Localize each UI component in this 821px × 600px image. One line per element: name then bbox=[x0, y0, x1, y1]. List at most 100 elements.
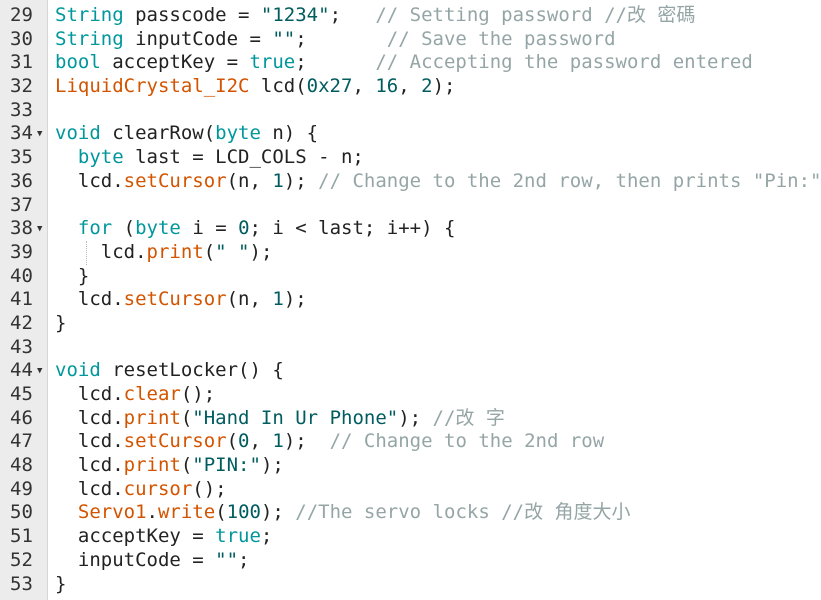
code-line[interactable] bbox=[55, 99, 821, 123]
code-token: // Accepting the password entered bbox=[375, 51, 753, 74]
code-token: lcd. bbox=[55, 406, 124, 429]
code-line[interactable]: LiquidCrystal_I2C lcd(0x27, 16, 2); bbox=[55, 75, 821, 99]
indent-guide bbox=[86, 241, 87, 265]
code-token: resetLocker() { bbox=[100, 359, 284, 382]
code-line[interactable]: void clearRow(byte n) { bbox=[55, 122, 821, 146]
line-number-label: 42 bbox=[10, 311, 33, 334]
code-line[interactable]: void resetLocker() { bbox=[55, 359, 821, 383]
code-token: "1234" bbox=[260, 4, 330, 26]
code-line[interactable]: lcd.clear(); bbox=[55, 383, 821, 407]
line-number: 47 bbox=[0, 430, 47, 454]
line-number: 33 bbox=[0, 99, 47, 123]
code-token: " " bbox=[215, 240, 250, 263]
code-token: ); bbox=[260, 454, 284, 477]
code-token: ; bbox=[260, 525, 273, 548]
line-number-label: 53 bbox=[10, 572, 33, 595]
code-token bbox=[55, 217, 78, 239]
code-line[interactable]: String inputCode = ""; // Save the passw… bbox=[55, 28, 821, 52]
code-line[interactable]: lcd.setCursor(n, 1); // Change to the 2n… bbox=[55, 170, 821, 194]
line-number: 31 bbox=[0, 51, 47, 75]
line-number: 46 bbox=[0, 407, 47, 431]
code-line[interactable]: } bbox=[55, 573, 821, 597]
code-token bbox=[55, 501, 78, 523]
code-token: } bbox=[55, 572, 67, 595]
code-token: ; bbox=[329, 4, 376, 26]
line-number: 38▼ bbox=[0, 217, 47, 241]
code-token: Servo1 bbox=[77, 501, 147, 524]
code-line[interactable]: byte last = LCD_COLS - n; bbox=[55, 146, 821, 170]
line-number-label: 36 bbox=[10, 169, 33, 192]
code-token: setCursor bbox=[123, 288, 227, 311]
line-number: 51 bbox=[0, 525, 47, 549]
code-line[interactable]: lcd.print(" "); bbox=[55, 241, 821, 265]
code-line[interactable]: bool acceptKey = true; // Accepting the … bbox=[55, 51, 821, 75]
line-number-label: 43 bbox=[10, 335, 33, 358]
code-line[interactable]: for (byte i = 0; i < last; i++) { bbox=[55, 217, 821, 241]
line-number: 37 bbox=[0, 194, 47, 218]
code-line[interactable]: lcd.setCursor(0, 1); // Change to the 2n… bbox=[55, 430, 821, 454]
code-line[interactable]: lcd.cursor(); bbox=[55, 478, 821, 502]
code-token: ); bbox=[260, 501, 296, 524]
code-token: ); bbox=[283, 288, 307, 311]
code-token: 1 bbox=[272, 169, 284, 192]
fold-arrow-icon[interactable]: ▼ bbox=[37, 129, 43, 140]
fold-arrow-icon[interactable]: ▼ bbox=[37, 224, 43, 235]
code-line[interactable]: Servo1.write(100); //The servo locks //改… bbox=[55, 501, 821, 525]
line-number: 30 bbox=[0, 28, 47, 52]
line-number-label: 48 bbox=[10, 454, 33, 477]
code-token: clear bbox=[123, 383, 181, 405]
code-token: ); bbox=[398, 406, 433, 429]
line-number: 32 bbox=[0, 75, 47, 99]
code-line[interactable]: String passcode = "1234"; // Setting pas… bbox=[55, 4, 821, 28]
line-number-label: 46 bbox=[10, 406, 33, 429]
code-token: ( bbox=[203, 240, 216, 263]
code-area[interactable]: String passcode = "1234"; // Setting pas… bbox=[48, 0, 821, 600]
line-number-label: 32 bbox=[10, 75, 33, 98]
code-line[interactable]: lcd.print("PIN:"); bbox=[55, 454, 821, 478]
code-token: (n, bbox=[226, 288, 273, 311]
fold-arrow-icon[interactable]: ▼ bbox=[37, 366, 43, 377]
code-token: // Setting password //改 密碼 bbox=[375, 4, 696, 26]
code-token: } bbox=[55, 264, 90, 287]
code-token: //The servo locks //改 角度大小 bbox=[295, 501, 631, 524]
code-token: lcd. bbox=[55, 169, 124, 192]
code-token: String bbox=[55, 4, 124, 26]
code-token: lcd. bbox=[55, 477, 124, 500]
code-token: ); bbox=[283, 430, 330, 453]
code-token: ); bbox=[432, 75, 456, 98]
line-number: 39 bbox=[0, 241, 47, 265]
code-line[interactable]: inputCode = ""; bbox=[55, 549, 821, 573]
code-token: true bbox=[249, 51, 296, 74]
code-token: write bbox=[157, 501, 216, 524]
code-line[interactable]: } bbox=[55, 312, 821, 336]
code-line[interactable] bbox=[55, 194, 821, 218]
code-line[interactable]: acceptKey = true; bbox=[55, 525, 821, 549]
code-token: acceptKey = bbox=[100, 51, 250, 74]
code-token: , bbox=[249, 430, 273, 453]
code-line[interactable]: lcd.print("Hand In Ur Phone"); //改 字 bbox=[55, 407, 821, 431]
code-token: i = bbox=[180, 217, 239, 240]
line-number: 43 bbox=[0, 336, 47, 360]
code-token: byte bbox=[77, 146, 124, 169]
code-token: 16 bbox=[375, 75, 399, 98]
code-token: 0 bbox=[238, 430, 250, 453]
line-number: 29 bbox=[0, 4, 47, 28]
code-token: byte bbox=[135, 217, 181, 240]
code-token: ( bbox=[215, 501, 227, 524]
line-number-label: 44 bbox=[10, 359, 33, 382]
line-number: 40 bbox=[0, 265, 47, 289]
code-token: last = LCD_COLS - n; bbox=[123, 146, 364, 169]
code-line[interactable] bbox=[55, 336, 821, 360]
line-number-label: 47 bbox=[10, 430, 33, 453]
code-line[interactable]: lcd.setCursor(n, 1); bbox=[55, 288, 821, 312]
code-token: 0 bbox=[238, 217, 250, 240]
line-number: 34 ▼ bbox=[0, 122, 47, 146]
code-token: "Hand In Ur Phone" bbox=[192, 406, 399, 429]
code-token: 1 bbox=[272, 430, 284, 453]
line-number-label: 34 bbox=[10, 122, 33, 145]
line-number: 49 bbox=[0, 478, 47, 502]
line-number: 44 ▼ bbox=[0, 359, 47, 383]
code-line[interactable]: } bbox=[55, 265, 821, 289]
